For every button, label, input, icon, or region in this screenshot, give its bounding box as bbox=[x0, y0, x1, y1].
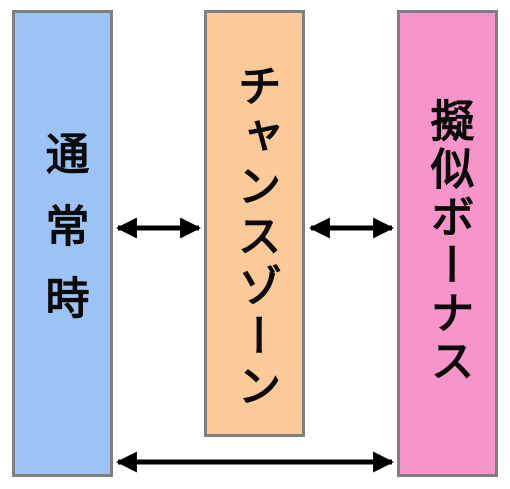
box-pseudo-bonus: 擬似ボーナス bbox=[397, 10, 498, 477]
box-normal-state: 通常時 bbox=[12, 10, 113, 477]
box-chance-zone: チャンスゾーン bbox=[204, 10, 305, 437]
label-pseudo-bonus: 擬似ボーナス bbox=[422, 98, 474, 386]
label-chance-zone: チャンスゾーン bbox=[229, 63, 281, 413]
label-normal-state: 通常時 bbox=[37, 131, 89, 347]
